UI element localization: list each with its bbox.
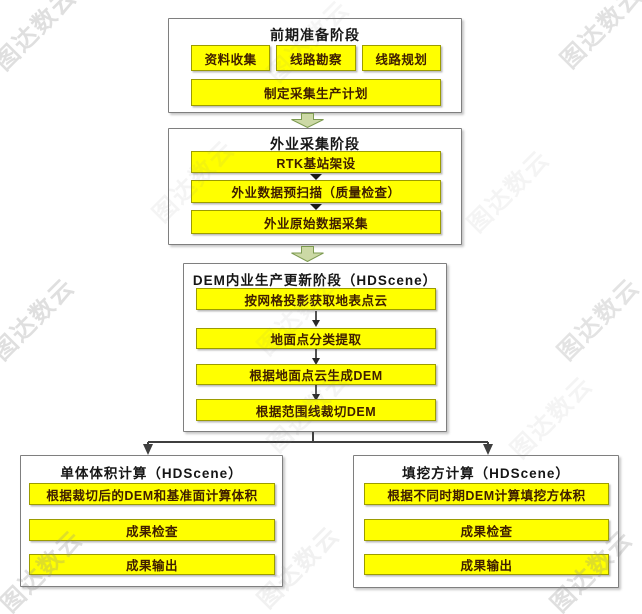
watermark-text: 图达数云 <box>555 0 642 74</box>
down-block-arrow-icon <box>291 246 324 262</box>
stage-3-title: DEM内业生产更新阶段（HDScene） <box>192 273 438 288</box>
stage-4-right-panel: 填挖方计算（HDScene） 根据不同时期DEM计算填挖方体积 成果检查 成果输… <box>353 455 619 588</box>
watermark-text: 图达数云 <box>462 145 556 238</box>
down-arrowhead-right <box>483 444 493 455</box>
flow-node: 资料收集 <box>191 45 271 71</box>
stage-1-title: 前期准备阶段 <box>270 27 360 43</box>
watermark-text: 图达数云 <box>0 0 83 76</box>
watermark-text: 图达数云 <box>505 371 599 464</box>
flow-node: 外业原始数据采集 <box>191 210 441 234</box>
stage-4-left-title: 单体体积计算（HDScene） <box>60 466 243 481</box>
stage-3-panel: DEM内业生产更新阶段（HDScene） 按网格投影获取地表点云 地面点分类提取… <box>183 263 447 432</box>
watermark-text: 图达数云 <box>0 273 81 366</box>
branch-connector <box>143 432 493 455</box>
stage-1-node-row: 资料收集 线路勘察 线路规划 <box>191 45 441 71</box>
down-arrow-icon <box>312 349 320 365</box>
flow-node: 根据裁切后的DEM和基准面计算体积 <box>29 483 275 505</box>
down-arrow-icon <box>312 311 320 327</box>
stage-2-panel: 外业采集阶段 RTK基站架设 外业数据预扫描（质量检查） 外业原始数据采集 <box>168 128 462 245</box>
flow-node: 成果检查 <box>364 519 609 541</box>
down-triangle-arrow-icon <box>310 204 322 210</box>
flow-node: RTK基站架设 <box>191 151 441 173</box>
stage-2-title: 外业采集阶段 <box>270 136 360 152</box>
stage-1-panel: 前期准备阶段 资料收集 线路勘察 线路规划 制定采集生产计划 <box>168 18 462 113</box>
down-arrow-icon <box>312 385 320 401</box>
flow-node: 制定采集生产计划 <box>191 79 441 106</box>
down-arrowhead-left <box>143 444 153 455</box>
down-block-arrow-icon <box>291 113 324 128</box>
flow-node: 根据范围线裁切DEM <box>196 399 436 421</box>
stage-4-right-title: 填挖方计算（HDScene） <box>402 466 570 481</box>
flow-node: 地面点分类提取 <box>196 328 436 349</box>
flow-node: 根据地面点云生成DEM <box>196 364 436 385</box>
flow-node: 按网格投影获取地表点云 <box>196 288 436 310</box>
flow-node: 线路规划 <box>361 45 441 71</box>
flow-node: 根据不同时期DEM计算填挖方体积 <box>364 483 609 505</box>
flow-node: 外业数据预扫描（质量检查） <box>191 180 441 203</box>
watermark-text: 图达数云 <box>552 273 642 366</box>
stage-4-left-panel: 单体体积计算（HDScene） 根据裁切后的DEM和基准面计算体积 成果检查 成… <box>20 455 283 587</box>
flow-node: 成果输出 <box>29 554 275 575</box>
flow-node: 线路勘察 <box>276 45 356 71</box>
flow-node: 成果检查 <box>29 519 275 541</box>
down-triangle-arrow-icon <box>310 174 322 180</box>
flow-node: 成果输出 <box>364 554 609 575</box>
